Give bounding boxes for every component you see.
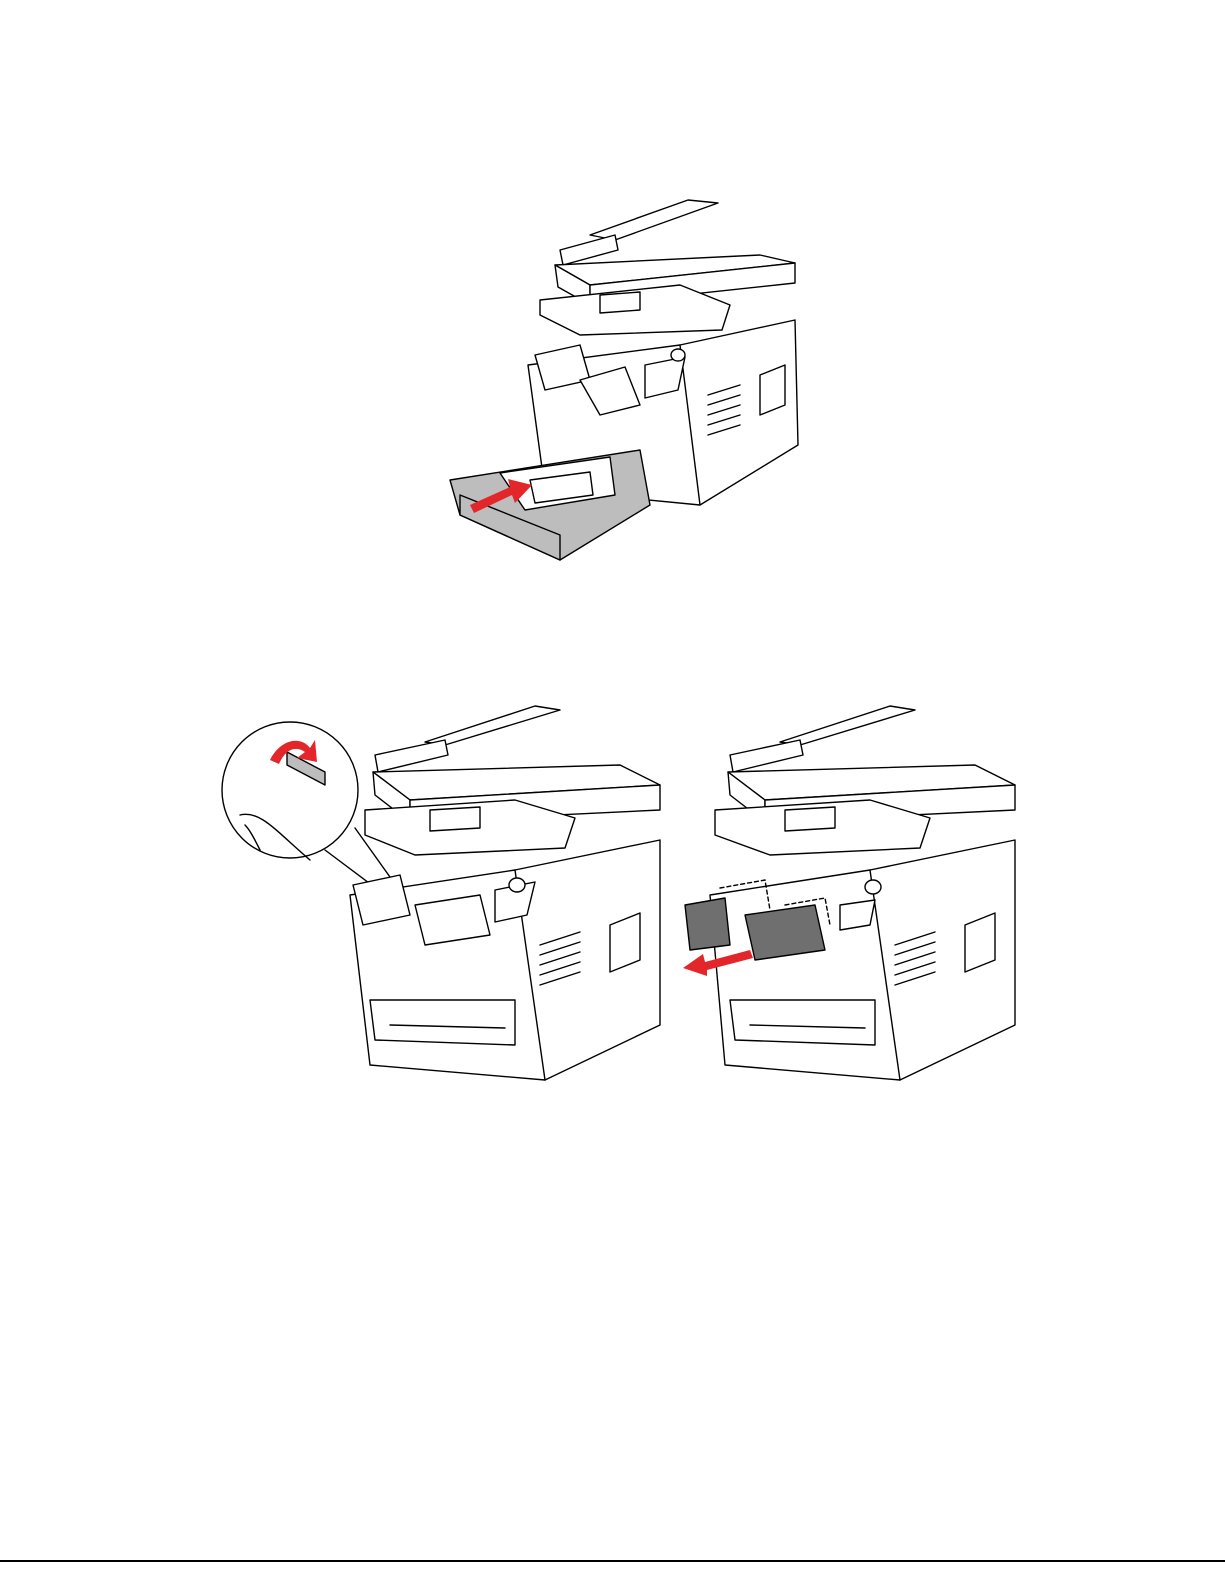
figure-lift-latch <box>215 700 675 1090</box>
footer-rule <box>0 1560 1225 1562</box>
printer-insert-tray-illustration <box>440 195 820 570</box>
printer-pull-output-tray-illustration <box>675 700 1040 1090</box>
figure-pull-output-tray <box>675 700 1040 1090</box>
printer-lift-latch-illustration <box>215 700 675 1090</box>
figure-insert-paper-tray <box>440 195 820 570</box>
